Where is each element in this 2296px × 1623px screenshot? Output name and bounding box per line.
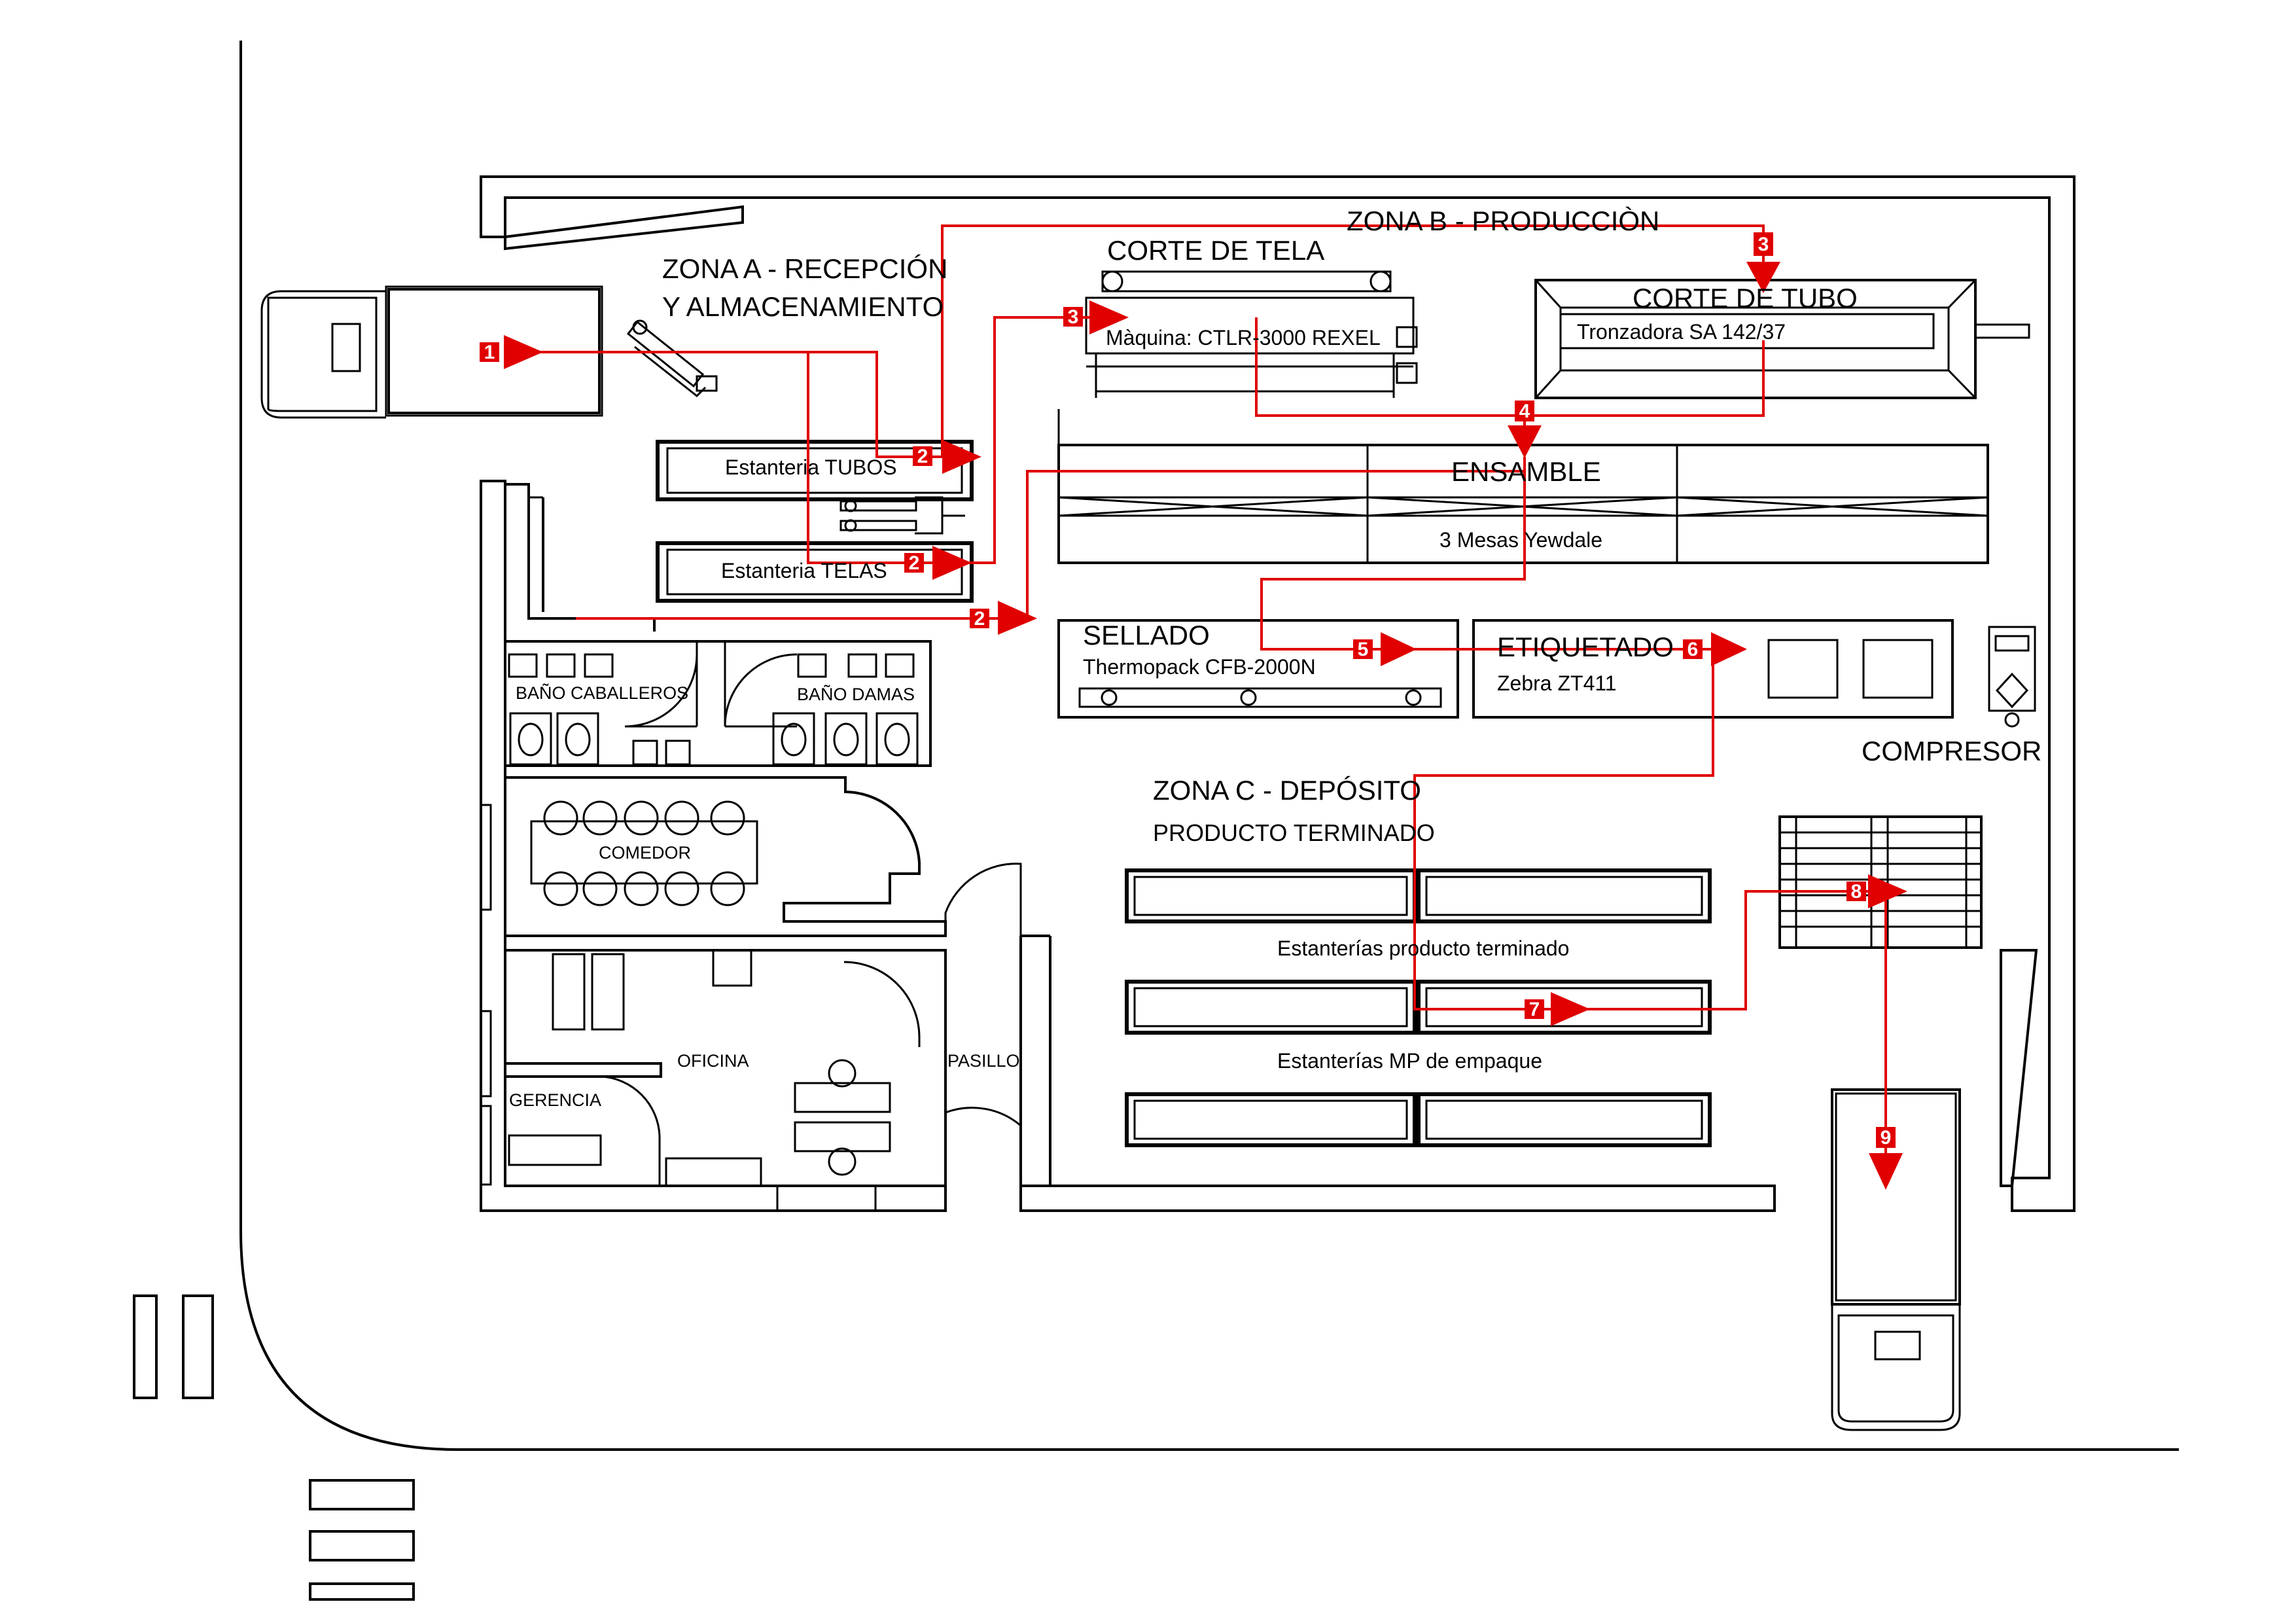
sellado-machine-label: Thermopack CFB-2000N bbox=[1083, 655, 1316, 679]
flow-badges: 1 2 2 2 3 3 4 5 bbox=[480, 232, 1896, 1149]
flow-arrow bbox=[1746, 262, 1780, 293]
ensamble-tables-label: 3 Mesas Yewdale bbox=[1439, 528, 1602, 552]
shelf-packaging-row bbox=[1125, 1092, 1712, 1147]
flow-arrow bbox=[1869, 1153, 1903, 1190]
fabric-cutting-machine bbox=[1085, 270, 1418, 398]
flow-arrow bbox=[504, 335, 543, 369]
gerencia-label: GERENCIA bbox=[509, 1090, 601, 1110]
parking-slot-2 bbox=[309, 1530, 415, 1561]
svg-text:8: 8 bbox=[1851, 881, 1862, 902]
step-badge-2c: 2 bbox=[970, 608, 989, 630]
step-badge-6: 6 bbox=[1683, 639, 1703, 660]
step-badge-7: 7 bbox=[1525, 999, 1544, 1020]
svg-text:2: 2 bbox=[917, 446, 928, 467]
shelf-tubos bbox=[656, 440, 974, 501]
compresor-label: COMPRESOR bbox=[1862, 736, 2041, 766]
pasillo-walls bbox=[944, 863, 1051, 1186]
corte-tela-machine-label: Màquina: CTLR-3000 REXEL bbox=[1106, 326, 1381, 349]
sealing-station bbox=[1057, 619, 1459, 719]
pallet-jack-1 bbox=[626, 319, 718, 398]
office-area bbox=[480, 949, 947, 1212]
ensamble-label: ENSAMBLE bbox=[1451, 456, 1601, 487]
zone-c-title-line2: PRODUCTO TERMINADO bbox=[1153, 819, 1435, 846]
comedor-room bbox=[480, 776, 947, 937]
flow-arrow bbox=[1089, 300, 1129, 334]
flow-arrow bbox=[1711, 632, 1747, 666]
svg-text:5: 5 bbox=[1358, 639, 1369, 660]
etiquetado-machine-label: Zebra ZT411 bbox=[1497, 671, 1617, 695]
parking-slot-1 bbox=[309, 1479, 415, 1510]
step-badge-5: 5 bbox=[1353, 639, 1373, 660]
corte-tubo-machine-label: Tronzadora SA 142/37 bbox=[1577, 320, 1786, 344]
pallet-jack-2 bbox=[839, 496, 965, 535]
pallet-stack bbox=[1778, 815, 1983, 949]
flow-arrow bbox=[1868, 874, 1907, 908]
pasillo-label: PASILLO bbox=[947, 1051, 1020, 1071]
truck-dispatch bbox=[1831, 1088, 1961, 1431]
site-boundary bbox=[239, 41, 2179, 1451]
restroom-block bbox=[504, 640, 932, 767]
step-badge-2b: 2 bbox=[904, 552, 924, 574]
parking-slot-3 bbox=[309, 1582, 415, 1601]
zone-a-title-line1: ZONA A - RECEPCIÓN bbox=[662, 253, 947, 284]
etiquetado-label: ETIQUETADO bbox=[1497, 632, 1674, 662]
flow-arrow bbox=[932, 546, 972, 580]
svg-text:2: 2 bbox=[909, 552, 920, 574]
step-badge-3b: 3 bbox=[1754, 232, 1773, 256]
gate-post-left bbox=[133, 1294, 158, 1399]
comedor-label: COMEDOR bbox=[599, 843, 691, 863]
svg-text:3: 3 bbox=[1068, 306, 1079, 328]
flow-arrow bbox=[942, 440, 981, 474]
step-badge-8: 8 bbox=[1846, 881, 1866, 902]
shelf-finished-row-1 bbox=[1125, 868, 1712, 923]
step-badge-1: 1 bbox=[480, 342, 499, 363]
step-badge-9: 9 bbox=[1876, 1127, 1896, 1149]
svg-text:2: 2 bbox=[974, 608, 985, 630]
flow-arrow bbox=[1508, 425, 1542, 458]
sellado-label: SELLADO bbox=[1083, 620, 1210, 651]
corte-tela-label: CORTE DE TELA bbox=[1107, 235, 1324, 266]
shelf-telas bbox=[656, 541, 974, 603]
svg-text:3: 3 bbox=[1758, 234, 1769, 255]
sink-icons bbox=[508, 653, 915, 678]
oficina-label: OFICINA bbox=[677, 1051, 749, 1071]
zone-c-title-line1: ZONA C - DEPÓSITO bbox=[1153, 775, 1421, 806]
svg-text:4: 4 bbox=[1519, 401, 1530, 422]
step-badge-4: 4 bbox=[1515, 401, 1534, 422]
svg-text:9: 9 bbox=[1881, 1127, 1892, 1149]
process-flow bbox=[517, 224, 1888, 1155]
shelf-finished-row-2 bbox=[1125, 980, 1712, 1035]
step-badge-3a: 3 bbox=[1063, 306, 1083, 328]
compressor-icon bbox=[1988, 626, 2036, 728]
flow-arrows bbox=[504, 262, 1907, 1190]
tube-cutting-machine bbox=[1534, 279, 2030, 399]
flow-arrow bbox=[1381, 632, 1417, 666]
zone-a-title-line2: Y ALMACENAMIENTO bbox=[662, 291, 944, 322]
svg-text:1: 1 bbox=[484, 342, 495, 363]
gate-post-right bbox=[182, 1294, 214, 1399]
zone-b-title: ZONA B - PRODUCCIÒN bbox=[1347, 205, 1659, 236]
flow-arrow bbox=[998, 601, 1037, 635]
bano-damas-label: BAÑO DAMAS bbox=[797, 684, 915, 704]
corte-tubo-label: CORTE DE TUBO bbox=[1633, 283, 1858, 313]
shelf-tubos-label: Estanteria TUBOS bbox=[725, 455, 897, 479]
shelf-finished-label: Estanterías producto terminado bbox=[1277, 936, 1569, 960]
toilet-icons bbox=[509, 712, 919, 766]
bano-caballeros-label: BAÑO CABALLEROS bbox=[516, 683, 688, 703]
shelf-packaging-label: Estanterías MP de empaque bbox=[1277, 1049, 1542, 1073]
svg-text:7: 7 bbox=[1529, 999, 1540, 1020]
shelf-telas-label: Estanteria TELAS bbox=[721, 559, 887, 582]
step-badge-2a: 2 bbox=[913, 446, 932, 467]
flow-arrow bbox=[1551, 992, 1590, 1026]
svg-text:6: 6 bbox=[1687, 639, 1699, 660]
